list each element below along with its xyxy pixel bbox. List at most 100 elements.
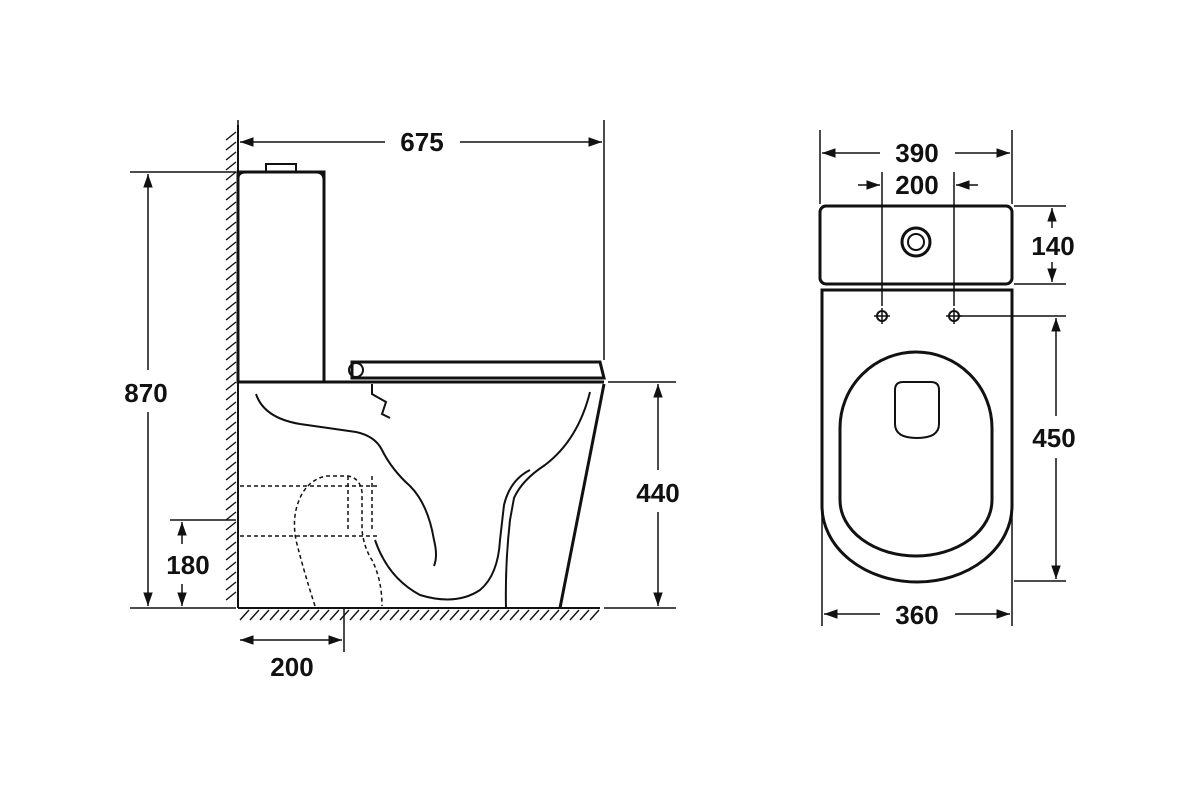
wall-hatch-line xyxy=(225,591,237,601)
wall-hatch-line xyxy=(225,441,237,451)
dim-tank-width: 390 xyxy=(819,130,1013,204)
dim-fixing-spacing: 200 xyxy=(858,170,978,306)
wall-hatch-line xyxy=(225,341,237,351)
floor-hatch-line xyxy=(289,609,300,621)
wall-hatch-line xyxy=(225,221,237,231)
floor-hatch-line xyxy=(509,609,520,621)
floor-hatch-line xyxy=(499,609,510,621)
floor-hatch-line xyxy=(489,609,500,621)
wall-hatch-line xyxy=(225,461,237,471)
label-tank-width: 390 xyxy=(895,138,938,168)
floor-hatch-line xyxy=(329,609,340,621)
wall-hatch-line xyxy=(225,391,237,401)
floor-hatch-line xyxy=(369,609,380,621)
floor-hatch-line xyxy=(549,609,560,621)
wall-hatch-line xyxy=(225,151,237,161)
wall-hatch-line xyxy=(225,281,237,291)
dim-bowl-width: 360 xyxy=(821,506,1013,630)
wall-hatch-line xyxy=(225,191,237,201)
wall-hatch-line xyxy=(225,161,237,171)
floor-hatch-line xyxy=(249,609,260,621)
wall-hatch-line xyxy=(225,231,237,241)
label-overall-height: 870 xyxy=(124,378,167,408)
wall-hatch-line xyxy=(225,311,237,321)
wall-hatch-line xyxy=(225,511,237,521)
floor-hatch-line xyxy=(379,609,390,621)
floor-hatch-line xyxy=(459,609,470,621)
floor-hatch-line xyxy=(539,609,550,621)
label-tank-depth: 140 xyxy=(1031,231,1074,261)
wall-hatch-line xyxy=(225,181,237,191)
wall-hatch-line xyxy=(225,301,237,311)
wall-hatch-line xyxy=(225,201,237,211)
floor-hatch-line xyxy=(299,609,310,621)
wall-hatch-line xyxy=(225,241,237,251)
label-seat-height: 440 xyxy=(636,478,679,508)
wall-hatch-line xyxy=(225,551,237,561)
wall-hatch-line xyxy=(225,491,237,501)
wall-hatch-line xyxy=(225,171,237,181)
wall-hatch-line xyxy=(225,331,237,341)
label-overall-depth: 675 xyxy=(400,127,443,157)
wall-hatch-line xyxy=(225,521,237,531)
wall-hatch-line xyxy=(225,501,237,511)
dim-overall-depth: 675 xyxy=(237,120,605,360)
dim-outlet-height: 180 xyxy=(166,519,236,606)
floor-hatch-line xyxy=(449,609,460,621)
label-outlet-height: 180 xyxy=(166,550,209,580)
cistern-side xyxy=(236,163,326,384)
wall-hatch-line xyxy=(225,361,237,371)
wall-hatch-line xyxy=(225,481,237,491)
wall-hatch-line xyxy=(225,131,237,141)
floor-hatch-line xyxy=(559,609,570,621)
floor-hatch-line xyxy=(519,609,530,621)
wall-hatch-line xyxy=(225,381,237,391)
label-fixing-spacing: 200 xyxy=(895,170,938,200)
floor-hatch-line xyxy=(359,609,370,621)
floor-hatch-line xyxy=(469,609,480,621)
floor-hatch-line xyxy=(529,609,540,621)
wall-hatch-line xyxy=(225,211,237,221)
wall-hatch-line xyxy=(225,261,237,271)
bowl-top xyxy=(820,288,1014,584)
dim-overall-height: 870 xyxy=(124,171,236,609)
floor-hatch-line xyxy=(439,609,450,621)
floor-hatch-line xyxy=(589,609,600,621)
wall-hatch-line xyxy=(225,571,237,581)
wall-hatch-line xyxy=(225,321,237,331)
wall-hatch-line xyxy=(225,581,237,591)
top-view: 390 200 140 450 xyxy=(818,130,1076,630)
floor-hatch-line xyxy=(419,609,430,621)
floor-hatch-line xyxy=(259,609,270,621)
wall-hatch-line xyxy=(225,141,237,151)
label-bowl-width: 360 xyxy=(895,600,938,630)
wall-hatch-line xyxy=(225,251,237,261)
wall-hatch-line xyxy=(225,541,237,551)
floor-hatch-line xyxy=(569,609,580,621)
wall-hatch-line xyxy=(225,411,237,421)
bowl-side xyxy=(240,383,606,609)
wall-hatch-line xyxy=(225,401,237,411)
floor-hatch-line xyxy=(239,609,250,621)
dim-tank-depth: 140 xyxy=(1014,205,1075,285)
wall-hatch xyxy=(225,125,239,608)
floor-hatch-line xyxy=(429,609,440,621)
wall-hatch-line xyxy=(225,421,237,431)
floor-hatch-line xyxy=(349,609,360,621)
wall-hatch-line xyxy=(225,291,237,301)
floor-hatch-line xyxy=(309,609,320,621)
floor-hatch-line xyxy=(579,609,590,621)
dim-outlet-offset: 200 xyxy=(240,608,345,682)
floor-hatch-line xyxy=(319,609,330,621)
wall-hatch-line xyxy=(225,451,237,461)
wall-hatch-line xyxy=(225,531,237,541)
floor-hatch-line xyxy=(479,609,490,621)
floor-hatch-line xyxy=(409,609,420,621)
wall-hatch-line xyxy=(225,351,237,361)
dim-seat-height: 440 xyxy=(604,381,680,609)
floor-hatch-line xyxy=(389,609,400,621)
floor-hatch-line xyxy=(279,609,290,621)
dim-bowl-length: 450 xyxy=(960,315,1076,582)
